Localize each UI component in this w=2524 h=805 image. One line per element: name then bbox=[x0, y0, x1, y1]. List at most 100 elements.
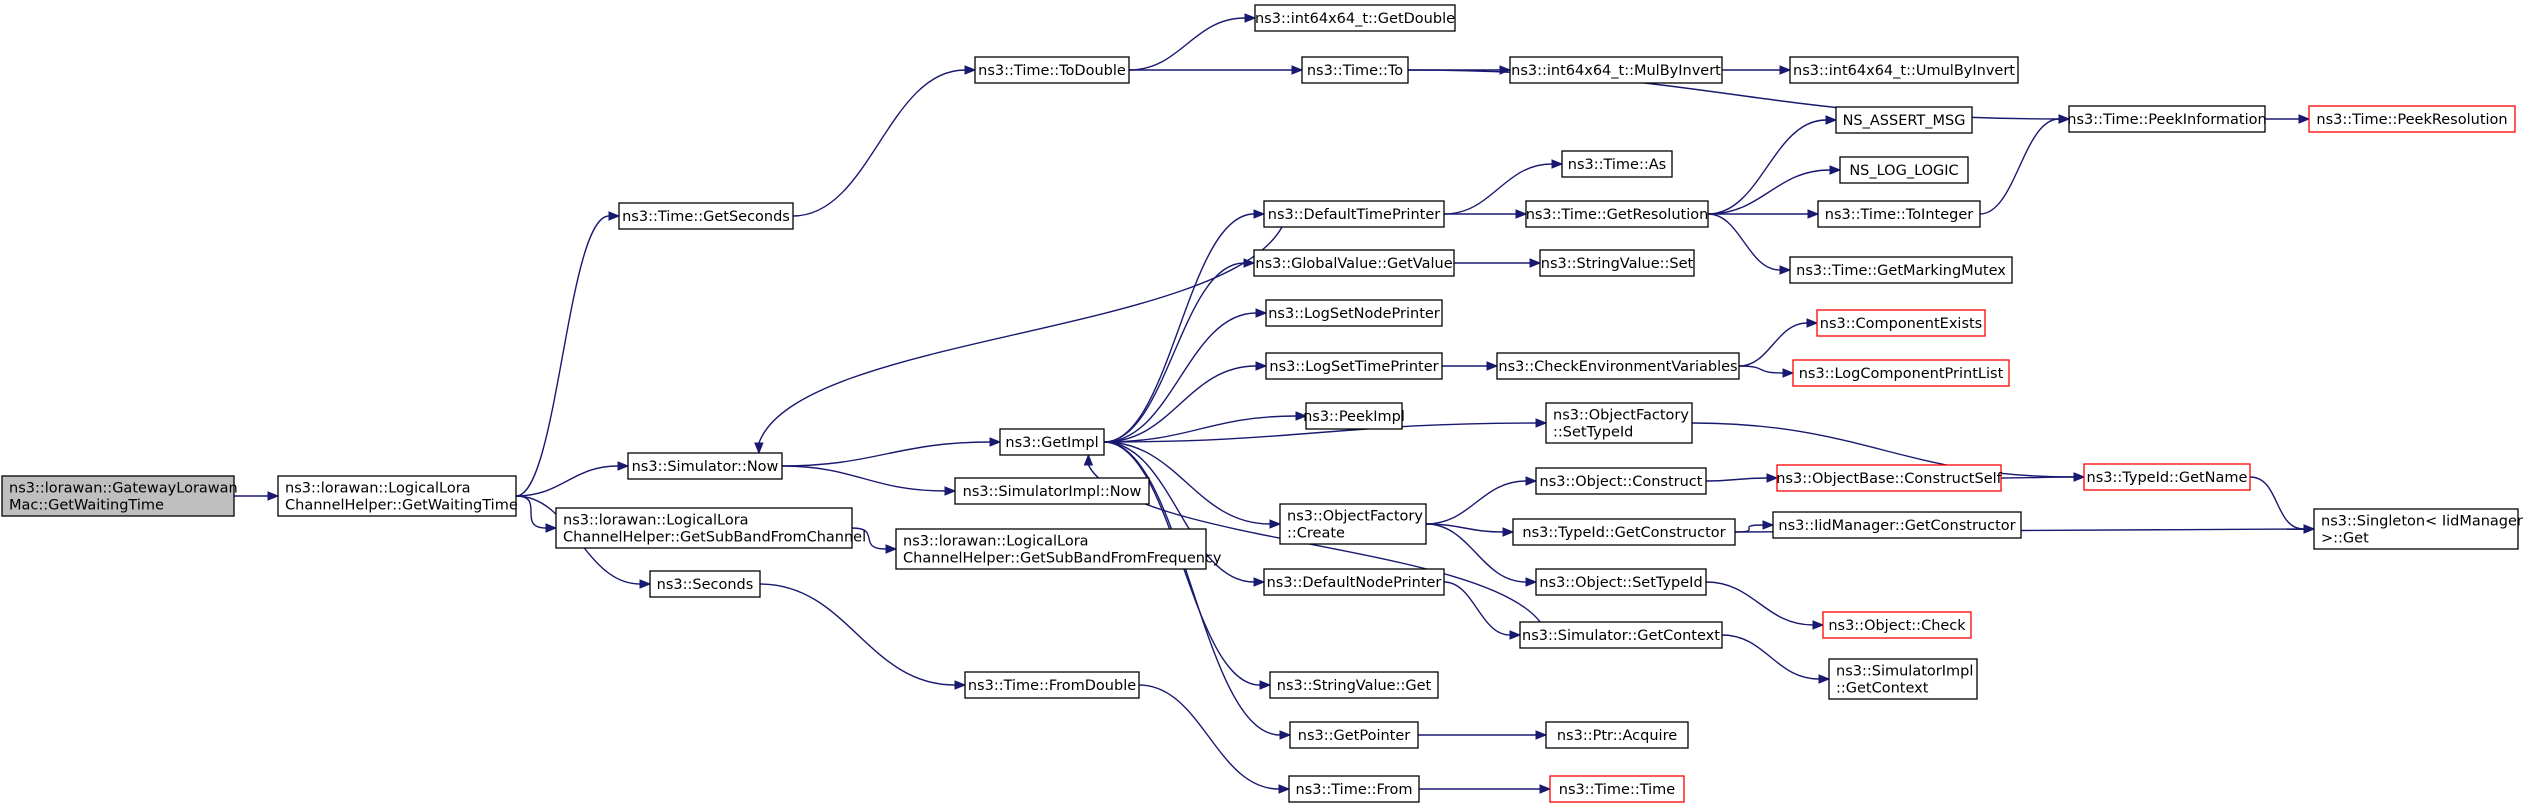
node-time-time[interactable]: ns3::Time::Time bbox=[1549, 775, 1685, 803]
node-box bbox=[1822, 611, 1972, 639]
node-objectbase-constructself[interactable]: ns3::ObjectBase::ConstructSelf bbox=[1776, 464, 2003, 492]
edge-sim_getcontext-to-simimpl_getcontext bbox=[1721, 634, 1831, 684]
node-time-peekresolution[interactable]: ns3::Time::PeekResolution bbox=[2308, 105, 2516, 133]
node-box bbox=[1253, 249, 1455, 277]
node-log-component-print-list[interactable]: ns3::LogComponentPrintList bbox=[1792, 359, 2010, 387]
node-gv-getvalue[interactable]: ns3::GlobalValue::GetValue bbox=[1253, 249, 1455, 277]
node-label: ns3::lorawan::LogicalLora bbox=[563, 513, 749, 529]
node-box bbox=[1545, 402, 1693, 444]
edge-objectbase_constructself-to-typeid_getname bbox=[2000, 472, 2086, 482]
edge-line bbox=[1721, 634, 1820, 680]
node-label: ::Create bbox=[1287, 526, 1345, 542]
edge-line bbox=[851, 527, 887, 550]
edge-arrowhead bbox=[1779, 65, 1792, 75]
node-box bbox=[1835, 106, 1973, 134]
node-object-construct[interactable]: ns3::Object::Construct bbox=[1535, 467, 1707, 495]
node-time-fromdouble[interactable]: ns3::Time::FromDouble bbox=[964, 671, 1140, 699]
edge-time_fromdouble-to-time_from bbox=[1138, 684, 1291, 794]
node-box bbox=[1776, 464, 2002, 492]
edge-arrowhead bbox=[1269, 519, 1282, 529]
edge-line bbox=[1979, 118, 2060, 215]
node-label: ns3::Time::To bbox=[1307, 63, 1403, 79]
node-default-time-printer[interactable]: ns3::DefaultTimePrinter bbox=[1263, 200, 1445, 228]
node-time-to[interactable]: ns3::Time::To bbox=[1301, 56, 1409, 84]
node-stringvalue-get[interactable]: ns3::StringValue::Get bbox=[1269, 671, 1439, 699]
edge-sim_now-to-simimpl_now bbox=[781, 465, 957, 496]
node-object-check[interactable]: ns3::Object::Check bbox=[1822, 611, 1972, 639]
node-iidmanager-getconstructor[interactable]: ns3::IidManager::GetConstructor bbox=[1772, 511, 2022, 539]
edge-lch_gwt-to-lch_gsbc bbox=[515, 495, 558, 533]
edge-arrowhead bbox=[267, 491, 280, 501]
node-lch-gsbc[interactable]: ns3::lorawan::LogicalLoraChannelHelper::… bbox=[555, 507, 866, 549]
node-time-getmarkingmutex[interactable]: ns3::Time::GetMarkingMutex bbox=[1789, 256, 2013, 284]
edge-getimpl-to-peekimpl bbox=[1103, 411, 1308, 443]
node-ns-assert-msg[interactable]: NS_ASSERT_MSG bbox=[1835, 106, 1973, 134]
node-label: ns3::Time::ToDouble bbox=[978, 63, 1126, 79]
node-log-set-time-printer[interactable]: ns3::LogSetTimePrinter bbox=[1265, 352, 1443, 380]
node-time-todouble[interactable]: ns3::Time::ToDouble bbox=[974, 56, 1130, 84]
node-label: ns3::Time::Time bbox=[1559, 782, 1676, 798]
node-of-create[interactable]: ns3::ObjectFactory::Create bbox=[1279, 503, 1427, 545]
node-of-settypeid[interactable]: ns3::ObjectFactory::SetTypeId bbox=[1545, 402, 1693, 444]
node-typeid-getconstructor[interactable]: ns3::TypeId::GetConstructor bbox=[1512, 518, 1736, 546]
edge-line bbox=[1103, 422, 1537, 443]
node-simimpl-now[interactable]: ns3::SimulatorImpl::Now bbox=[954, 477, 1150, 505]
node-box bbox=[1772, 511, 2022, 539]
node-time-peekinformation[interactable]: ns3::Time::PeekInformation bbox=[2067, 105, 2267, 133]
node-box bbox=[999, 428, 1105, 456]
node-component-exists[interactable]: ns3::ComponentExists bbox=[1816, 309, 1986, 337]
edge-arrowhead bbox=[1806, 318, 1819, 328]
node-check-env-vars[interactable]: ns3::CheckEnvironmentVariables bbox=[1496, 352, 1740, 380]
node-label: ::SetTypeId bbox=[1553, 425, 1633, 441]
node-seconds[interactable]: ns3::Seconds bbox=[649, 570, 761, 598]
node-object-settypeid[interactable]: ns3::Object::SetTypeId bbox=[1535, 568, 1707, 596]
node-label: ns3::ObjectFactory bbox=[1553, 408, 1689, 424]
node-root[interactable]: ns3::lorawan::GatewayLorawanMac::GetWait… bbox=[1, 475, 238, 517]
node-box bbox=[277, 475, 517, 517]
node-ptr-acquire[interactable]: ns3::Ptr::Acquire bbox=[1545, 721, 1689, 749]
node-lch-gwt[interactable]: ns3::lorawan::LogicalLoraChannelHelper::… bbox=[277, 475, 518, 517]
edge-typeid_getconstructor-to-iidmanager_getconstructor bbox=[1734, 520, 1775, 533]
edge-arrowhead bbox=[1525, 476, 1538, 486]
node-ns-log-logic[interactable]: NS_LOG_LOGIC bbox=[1839, 156, 1969, 184]
node-simimpl-getcontext[interactable]: ns3::SimulatorImpl::GetContext bbox=[1828, 658, 1978, 700]
node-label: ns3::Seconds bbox=[657, 577, 754, 593]
node-lch-gsbf[interactable]: ns3::lorawan::LogicalLoraChannelHelper::… bbox=[895, 528, 1222, 570]
node-i64-mulbyinvert[interactable]: ns3::int64x64_t::MulByInvert bbox=[1509, 56, 1723, 84]
node-sim-getcontext[interactable]: ns3::Simulator::GetContext bbox=[1519, 621, 1723, 649]
edge-getimpl-to-of_create bbox=[1103, 441, 1282, 529]
node-getpointer[interactable]: ns3::GetPointer bbox=[1289, 721, 1419, 749]
edge-line bbox=[1734, 524, 1764, 533]
edge-line bbox=[781, 441, 991, 467]
edge-of_create-to-object_construct bbox=[1425, 476, 1538, 525]
node-default-node-printer[interactable]: ns3::DefaultNodePrinter bbox=[1263, 568, 1445, 596]
node-label: ns3::Simulator::Now bbox=[632, 459, 779, 475]
node-time-tointeger[interactable]: ns3::Time::ToInteger bbox=[1817, 200, 1981, 228]
edge-time_from-to-time_time bbox=[1418, 784, 1552, 794]
node-typeid-getname[interactable]: ns3::TypeId::GetName bbox=[2083, 463, 2251, 491]
edge-arrowhead bbox=[1551, 159, 1564, 169]
node-i64-umulbyinvert[interactable]: ns3::int64x64_t::UmulByInvert bbox=[1789, 56, 2019, 84]
edge-arrowhead bbox=[2073, 472, 2086, 482]
edge-lch_gwt-to-time_getseconds bbox=[515, 211, 621, 497]
edge-arrowhead bbox=[608, 211, 621, 221]
edge-line bbox=[1103, 441, 1271, 525]
node-i64-getdouble[interactable]: ns3::int64x64_t::GetDouble bbox=[1254, 4, 1456, 32]
node-label: ns3::Time::PeekResolution bbox=[2316, 112, 2507, 128]
node-getimpl[interactable]: ns3::GetImpl bbox=[999, 428, 1105, 456]
edge-line bbox=[1103, 441, 1281, 736]
node-sim-now[interactable]: ns3::Simulator::Now bbox=[627, 452, 783, 480]
node-stringvalue-set[interactable]: ns3::StringValue::Set bbox=[1539, 249, 1695, 277]
edge-time_getresolution-to-ns_log_logic bbox=[1707, 165, 1842, 215]
node-time-as[interactable]: ns3::Time::As bbox=[1561, 150, 1673, 178]
edge-getpointer-to-ptr_acquire bbox=[1418, 730, 1548, 740]
node-time-getseconds[interactable]: ns3::Time::GetSeconds bbox=[618, 202, 794, 230]
node-time-getresolution[interactable]: ns3::Time::GetResolution bbox=[1525, 200, 1709, 228]
node-label: ns3::Time::GetSeconds bbox=[622, 209, 790, 225]
edge-line bbox=[1103, 441, 1255, 583]
node-time-from[interactable]: ns3::Time::From bbox=[1288, 775, 1420, 803]
node-peekimpl[interactable]: ns3::PeekImpl bbox=[1303, 402, 1405, 430]
edge-line bbox=[2249, 476, 2305, 530]
node-log-set-node-printer[interactable]: ns3::LogSetNodePrinter bbox=[1265, 299, 1443, 327]
node-singleton-get[interactable]: ns3::Singleton< IidManager >::Get bbox=[2313, 508, 2523, 550]
